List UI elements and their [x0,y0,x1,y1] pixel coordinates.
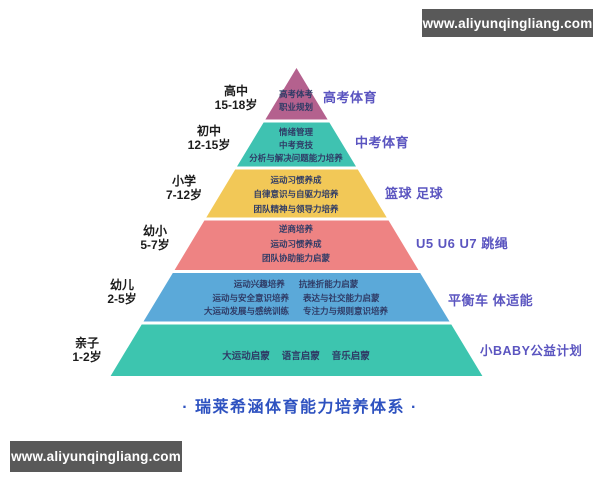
right-label-junior-high: 中考体育 [355,135,410,150]
stage-name: 幼小 [142,224,168,238]
age-range: 15-18岁 [214,97,258,112]
content-line: 运动习惯养成 [270,175,322,185]
content-line: 表达与社交能力启蒙 [303,292,380,303]
age-range: 2-5岁 [107,291,137,306]
right-label-primary: 篮球 足球 [385,186,444,201]
stage-label-primary: 小学 7-12岁 [165,174,203,202]
stage-name: 高中 [223,84,249,98]
pyramid-level-junior-high-shape [237,122,356,167]
content-line: 专注力与规则意识培养 [303,306,389,317]
pyramid-level-highschool-shape [265,68,328,120]
content-line: 情绪管理 [278,127,314,137]
content-line: 中考竞技 [278,140,314,150]
diagram-title: · 瑞莱希涵体育能力培养体系 · [182,399,418,416]
pyramid-level-primary-shape [206,169,387,218]
stage-label-pre-primary: 幼小 5-7岁 [140,224,170,252]
content-row: 大运动启蒙 语言启蒙 音乐启蒙 [222,348,370,362]
content-row: 运动与安全意识培养 表达与社交能力启蒙 [204,292,388,306]
content-line: 语言启蒙 [281,351,320,362]
pyramid-level-pre-primary-shape [174,220,419,270]
level-content-junior-high: 情绪管理 中考竞技 分析与解决问题能力培养 [249,126,343,165]
stage-name: 亲子 [74,336,100,350]
stage-name: 初中 [196,124,222,138]
content-line: 运动与安全意识培养 [212,292,289,303]
content-line: 运动习惯养成 [270,238,322,249]
age-range: 7-12岁 [165,187,203,202]
pyramid-level-parent-child-shape [110,324,483,376]
level-content-pre-primary: 逆商培养 运动习惯养成 团队协助能力启蒙 [262,222,330,266]
age-range: 12-15岁 [187,137,231,152]
level-content-parent-child: 大运动启蒙 语言启蒙 音乐启蒙 [222,348,370,362]
content-line: 职业规划 [278,102,314,112]
content-line: 抗挫折能力启蒙 [298,279,359,289]
content-line: 大运动启蒙 [222,351,270,362]
pyramid-level-toddler-shape [143,273,450,322]
age-range: 5-7岁 [140,237,170,252]
content-line: 大运动发展与感统训练 [203,306,289,317]
content-line: 分析与解决问题能力培养 [249,153,343,163]
content-row: 运动兴趣培养 抗挫折能力启蒙 [204,278,388,292]
content-line: 自律意识与自驱力培养 [253,189,339,200]
content-row: 大运动发展与感统训练 专注力与规则意识培养 [204,305,388,319]
content-line: 团队协助能力启蒙 [261,253,331,263]
stage-label-junior-high: 初中 12-15岁 [187,124,231,152]
age-range: 1-2岁 [72,349,102,364]
stage-label-parent-child: 亲子 1-2岁 [72,336,102,364]
watermark-bottom: www.aliyunqingliang.com [10,441,182,472]
level-content-primary: 运动习惯养成 自律意识与自驱力培养 团队精神与领导力培养 [253,173,338,216]
stage-label-toddler: 幼儿 2-5岁 [107,278,137,306]
right-label-pre-primary: U5 U6 U7 跳绳 [416,236,509,251]
watermark-top: www.aliyunqingliang.com [422,9,593,37]
stage-label-highschool: 高中 15-18岁 [214,84,258,112]
right-label-highschool: 高考体育 [323,90,378,105]
content-line: 运动兴趣培养 [233,279,285,289]
right-label-parent-child: 小BABY公益计划 [480,344,583,358]
content-line: 高考体考 [278,89,314,99]
level-content-toddler: 运动兴趣培养 抗挫折能力启蒙 运动与安全意识培养 表达与社交能力启蒙 大运动发展… [204,278,388,319]
content-line: 音乐启蒙 [331,351,370,362]
right-label-toddler: 平衡车 体适能 [448,293,534,308]
stage-name: 小学 [171,174,196,188]
stage-name: 幼儿 [109,278,135,292]
content-line: 团队精神与领导力培养 [253,203,339,214]
content-line: 逆商培养 [278,224,314,234]
level-content-highschool: 高考体考 职业规划 [279,88,313,114]
